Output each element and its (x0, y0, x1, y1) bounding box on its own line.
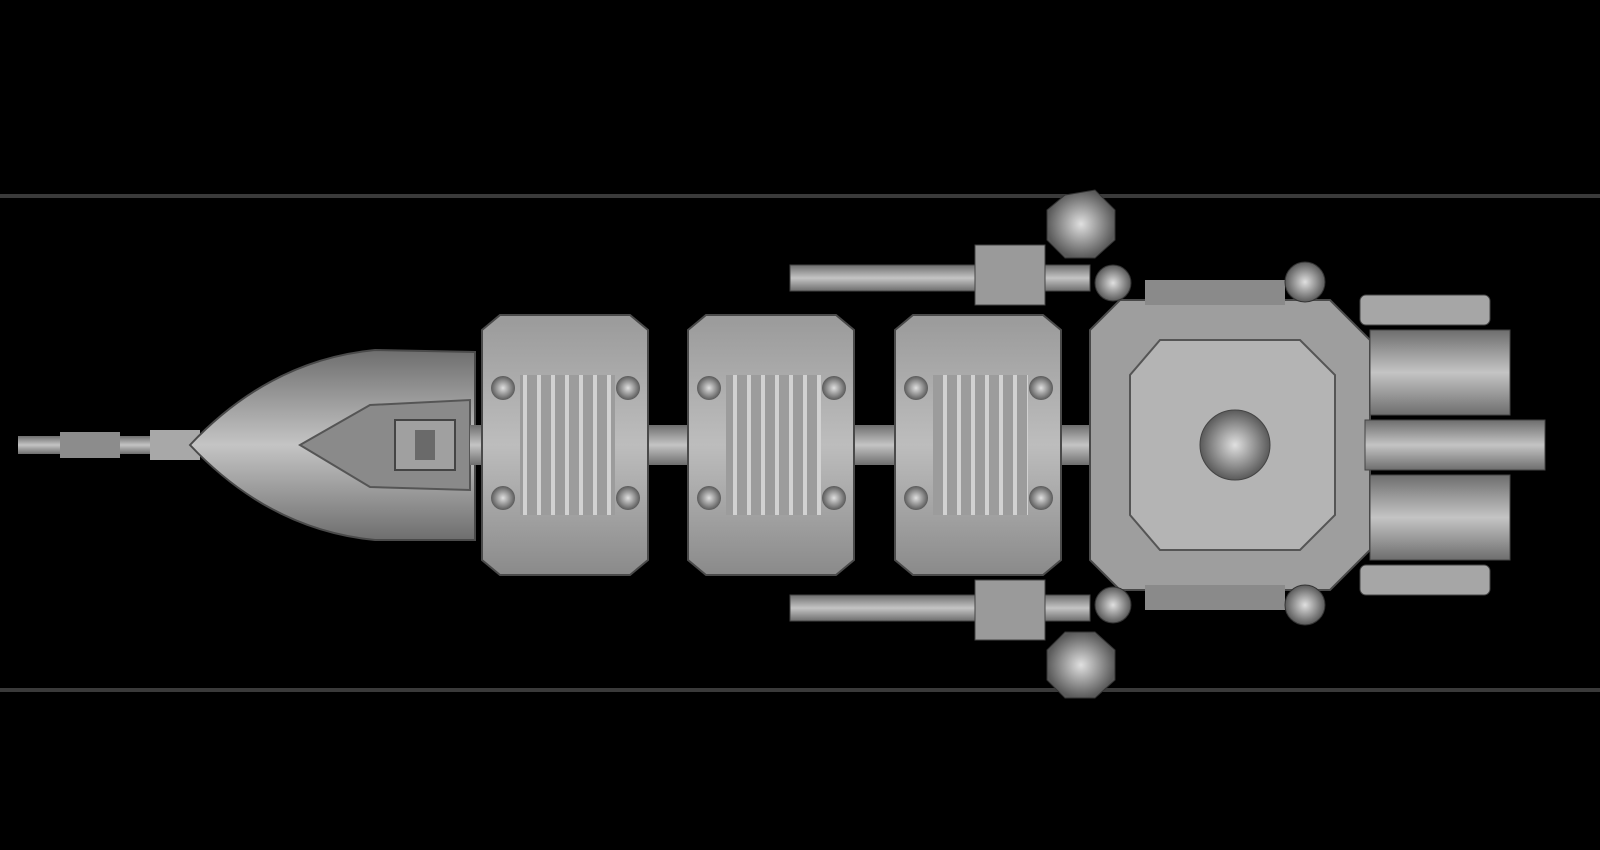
forward-cannon (18, 430, 200, 460)
engine-center (1364, 419, 1546, 471)
turret-small (1094, 264, 1132, 302)
engine-lower (1359, 474, 1511, 596)
turret-top (1046, 189, 1116, 259)
guide-line-top (0, 194, 1600, 198)
guide-line-bottom (0, 688, 1600, 692)
stern-section (1089, 280, 1371, 610)
cargo-pod-1 (481, 314, 649, 576)
cargo-pod-3 (894, 314, 1062, 576)
turret-small (1284, 261, 1326, 303)
upper-side-cannon (789, 244, 1091, 306)
turret-bottom (1046, 631, 1116, 699)
cargo-pod-2 (687, 314, 855, 576)
turret-small (1094, 586, 1132, 624)
lower-side-cannon (789, 579, 1091, 641)
prow-section (188, 348, 476, 541)
engine-upper (1359, 294, 1511, 416)
turret-small (1284, 584, 1326, 626)
